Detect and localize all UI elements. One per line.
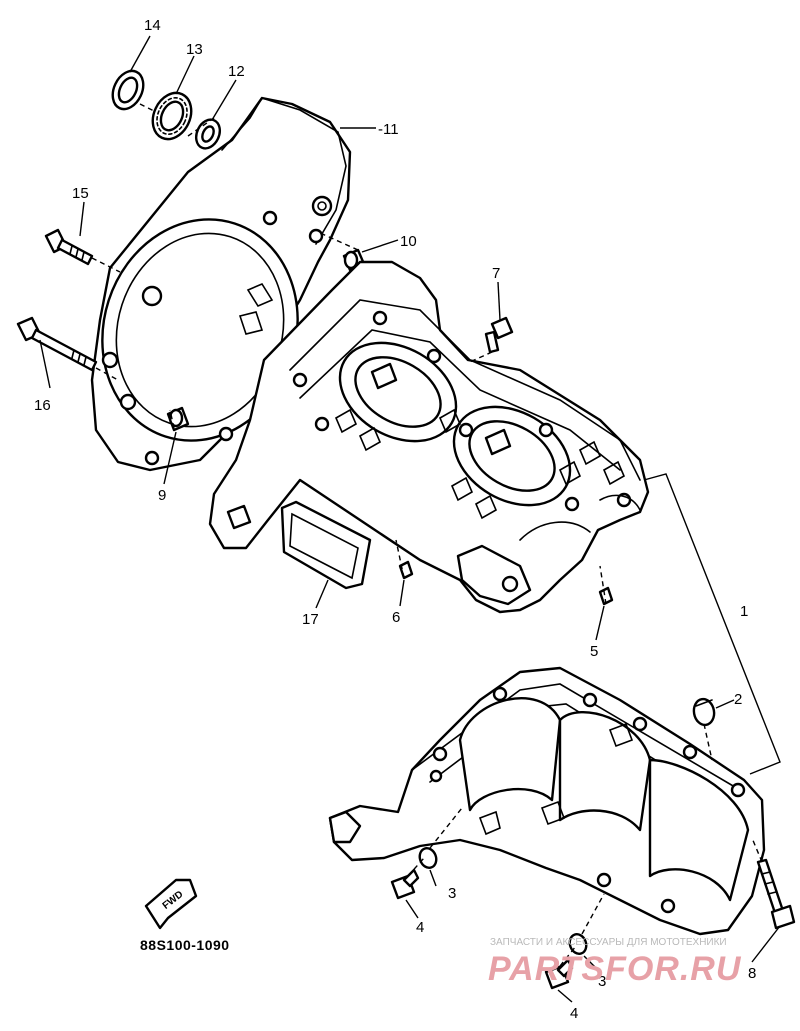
- callout-11: -11: [378, 121, 399, 138]
- assembly-lines: [91, 103, 763, 967]
- callout-12: 12: [228, 63, 245, 80]
- callout-6: 6: [392, 609, 400, 626]
- part-7-bolt: [484, 316, 514, 354]
- watermark-tagline: ЗАПЧАСТИ И АКСЕССУАРЫ ДЛЯ МОТОТЕХНИКИ: [490, 937, 727, 948]
- part-11-crankcase-cover: [90, 96, 352, 472]
- part-5-dowel-pin: [598, 586, 614, 606]
- part-14-oil-seal: [111, 69, 145, 111]
- callout-4a: 4: [416, 919, 424, 936]
- part-16-bolt: [16, 316, 98, 372]
- upper-crankcase: [208, 260, 650, 614]
- watermark: ЗАПЧАСТИ И АКСЕССУАРЫ ДЛЯ МОТОТЕХНИКИ PA…: [488, 937, 742, 988]
- callout-9: 9: [158, 487, 166, 504]
- lower-crankcase: [328, 666, 766, 936]
- callout-3b: 3: [598, 973, 606, 990]
- part-15-bolt: [44, 228, 94, 266]
- callout-15: 15: [72, 185, 89, 202]
- callout-13: 13: [186, 41, 203, 58]
- part-4-bolt-a: [390, 868, 420, 900]
- fwd-arrow-icon: FWD: [144, 878, 198, 930]
- part-4-bolt-b: [544, 958, 574, 990]
- callouts: 14 13 12 -11 10 15 16 9 7 17 6 5 1 2 3 4…: [34, 17, 756, 1022]
- part-3-washer-a: [418, 847, 438, 869]
- callout-2: 2: [734, 691, 742, 708]
- watermark-brand: PARTSFOR.RU: [488, 950, 742, 988]
- callout-14: 14: [144, 17, 161, 34]
- part-13-bearing: [151, 91, 193, 141]
- callout-3a: 3: [448, 885, 456, 902]
- callout-17: 17: [302, 611, 319, 628]
- leader-lines: [39, 35, 781, 1003]
- callout-5: 5: [590, 643, 598, 660]
- callout-8: 8: [748, 965, 756, 982]
- part-2-plug: [692, 697, 716, 727]
- callout-1: 1: [740, 603, 748, 620]
- callout-16: 16: [34, 397, 51, 414]
- part-8-stud-bolt: [756, 858, 796, 930]
- callout-7: 7: [492, 265, 500, 282]
- part-17-plate: [280, 500, 372, 590]
- part-12-collar: [194, 118, 222, 150]
- callout-10: 10: [400, 233, 417, 250]
- callout-4b: 4: [570, 1005, 578, 1022]
- diagram-code: 88S100-1090: [140, 937, 230, 953]
